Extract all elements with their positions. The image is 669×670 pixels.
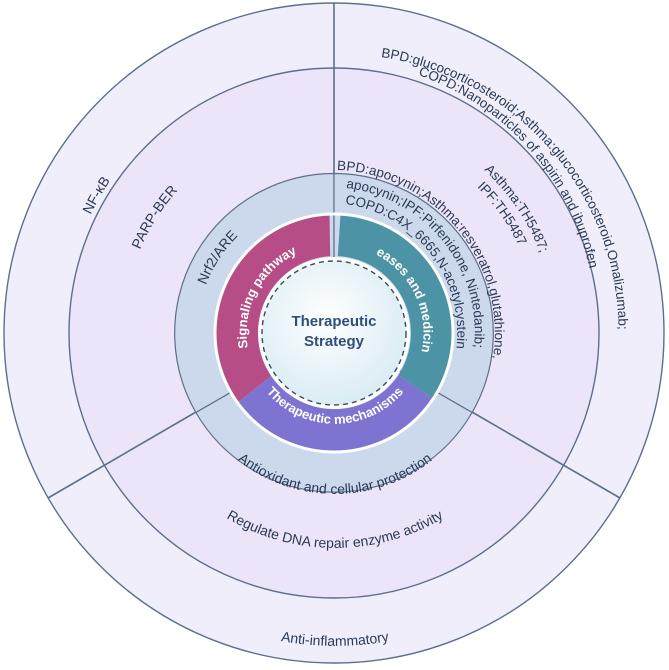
center-title-line2: Strategy [304, 333, 365, 350]
signaling-pathway-segment [215, 214, 331, 403]
diseases-medicines-segment [337, 214, 452, 399]
divider-line [471, 411, 621, 499]
therapeutic-mechanisms-segment [237, 375, 433, 452]
divider-line [47, 411, 197, 499]
inner-ring-outline [213, 212, 455, 454]
center-circle [261, 260, 407, 406]
center-title-line1: Therapeutic [291, 313, 376, 330]
anti-inflammatory-label: Anti-inflammatory [280, 628, 390, 649]
